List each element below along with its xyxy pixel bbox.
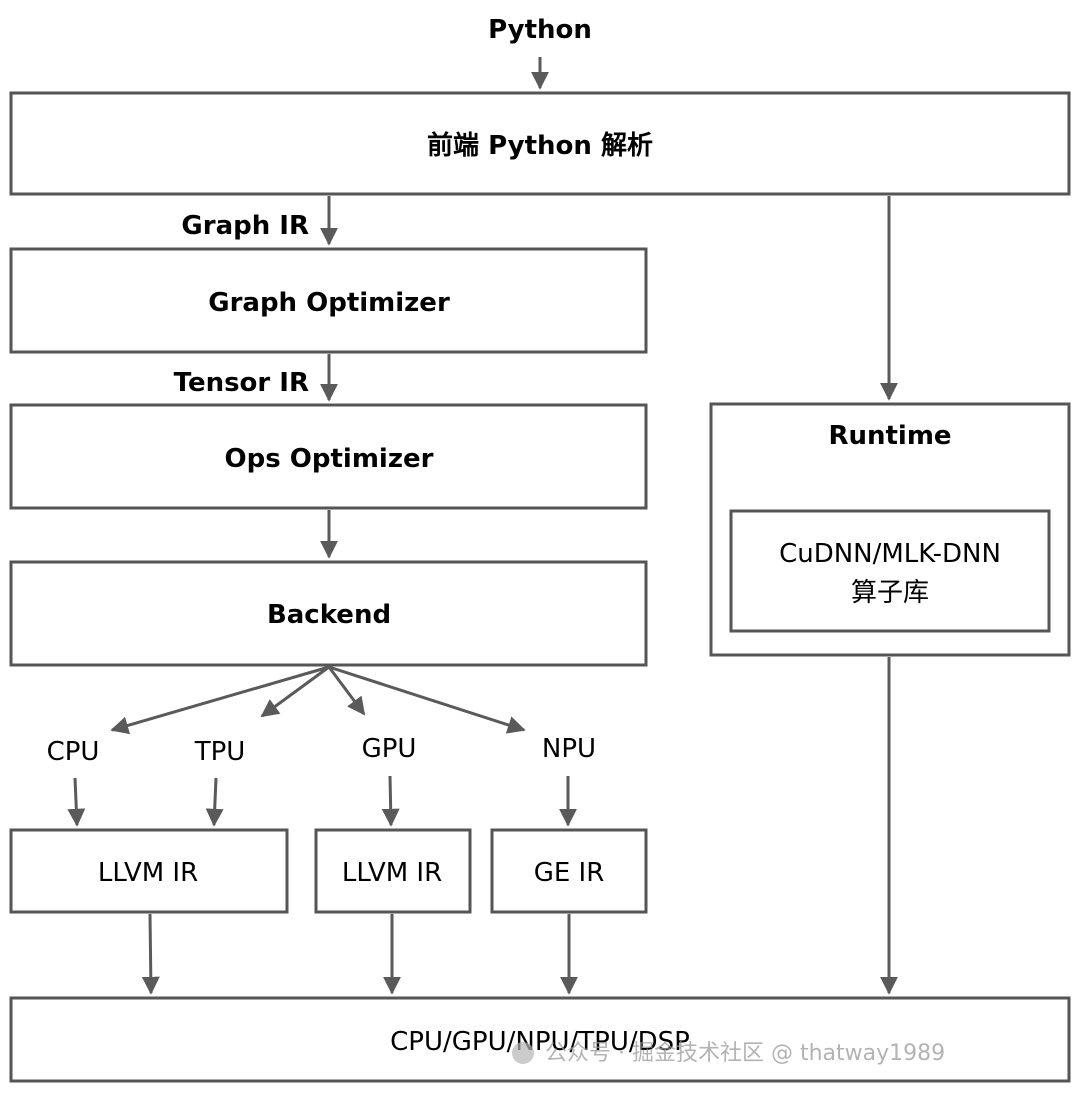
npu-label: NPU (542, 734, 596, 764)
tensor-ir-label: Tensor IR (174, 368, 309, 398)
watermark-text: 公众号 · 掘金技术社区 @ thatway1989 (545, 1041, 945, 1066)
edge-backend-to-cpu (110, 665, 330, 735)
edge-backend-to-gpu (327, 666, 366, 716)
watermark: 公众号 · 掘金技术社区 @ thatway1989 (512, 1041, 945, 1066)
llvm-ir-box-2 (314, 828, 472, 914)
ge-ir-label: GE IR (534, 858, 605, 888)
edge-cpu-to-llvm-ir (67, 777, 86, 827)
tpu-label: TPU (194, 737, 246, 767)
edge-llvm-ir-1-to-hardware (141, 913, 160, 995)
edge-backend-to-npu (328, 665, 526, 734)
graph-optimizer-label: Graph Optimizer (208, 288, 450, 318)
frontend-box (9, 91, 1071, 196)
hardware-label: CPU/GPU/NPU/TPU/DSP (390, 1027, 690, 1057)
edge-gpu-to-llvm-ir (381, 775, 400, 827)
python-label: Python (488, 15, 592, 45)
operator-library-label: 算子库 (851, 578, 929, 608)
llvm-ir-box-1 (9, 828, 289, 914)
cpu-label: CPU (47, 737, 100, 767)
ops-optimizer-label: Ops Optimizer (225, 444, 434, 474)
backend-label: Backend (267, 600, 391, 630)
edge-tpu-to-llvm-ir (205, 777, 224, 827)
cudnn-label: CuDNN/MLK-DNN (779, 539, 1001, 569)
runtime-label: Runtime (828, 421, 951, 451)
backend-box (9, 560, 648, 667)
wechat-icon (512, 1042, 534, 1064)
cudnn-library-box (729, 509, 1051, 633)
edge-backend-to-tpu (260, 665, 330, 718)
llvm-ir-label-2: LLVM IR (342, 858, 442, 888)
hardware-box (9, 996, 1071, 1083)
ge-ir-box (490, 828, 648, 914)
frontend-label: 前端 Python 解析 (427, 130, 653, 161)
graph-ir-label: Graph IR (181, 211, 309, 241)
graph-optimizer-box (9, 247, 648, 354)
llvm-ir-label-1: LLVM IR (98, 858, 198, 888)
gpu-label: GPU (362, 734, 417, 764)
ops-optimizer-box (9, 403, 648, 510)
